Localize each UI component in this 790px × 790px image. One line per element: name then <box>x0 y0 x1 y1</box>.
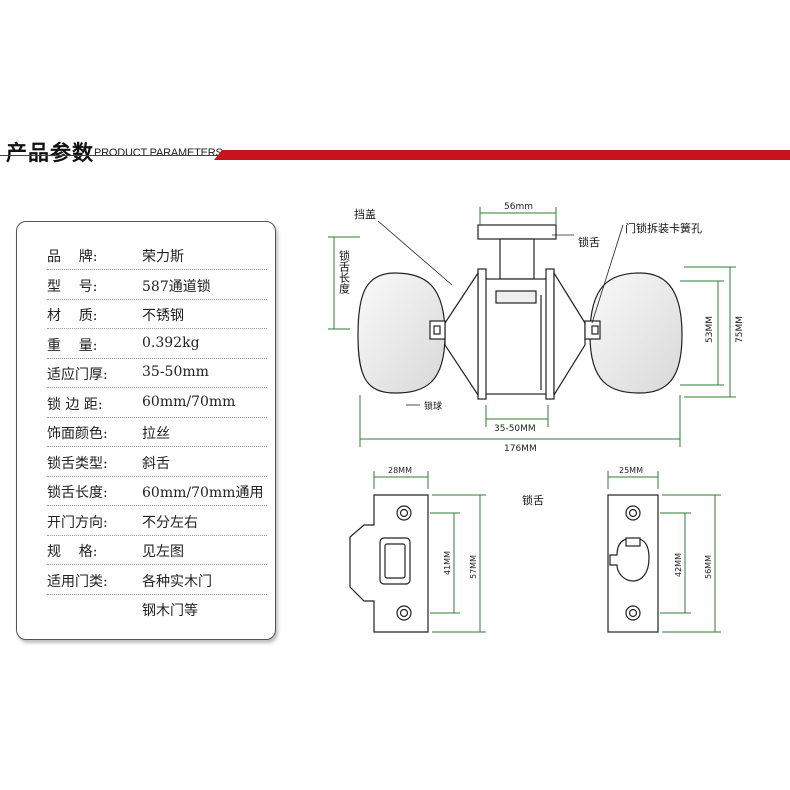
spec-value: 各种实木门 <box>142 573 212 590</box>
spec-value: 35-50mm <box>142 364 209 380</box>
spec-divider <box>47 446 267 447</box>
spec-row: 适用门类: 各种实木门 <box>47 567 267 595</box>
spec-divider <box>47 269 267 270</box>
label-cover: 挡盖 <box>354 207 376 221</box>
label-knob: 锁球 <box>424 400 442 412</box>
spec-divider <box>47 534 267 536</box>
header-red-band <box>214 150 790 160</box>
spec-label: 饰面颜色: <box>47 426 108 442</box>
spec-row: 材 质: 不锈钢 <box>47 301 267 329</box>
spec-divider <box>47 593 267 595</box>
right-knob <box>553 270 683 398</box>
spec-label: 规 格: <box>47 544 98 560</box>
spec-row: 锁舌类型: 斜舌 <box>47 449 267 477</box>
spec-value: 见左图 <box>142 544 184 560</box>
left-knob <box>357 271 479 397</box>
spec-divider <box>47 387 267 388</box>
spec-row: 开门方向: 不分左右 <box>47 508 267 536</box>
spec-value: 0.392kg <box>142 334 200 351</box>
spec-row: 锁舌长度: 60mm/70mm通用 <box>47 478 267 506</box>
spec-label: 开门方向: <box>47 514 108 531</box>
dim-plate2-inner: 42MM <box>674 553 683 577</box>
spec-divider <box>47 298 267 300</box>
dim-plate1-outer: 57MM <box>469 555 478 579</box>
section-header: 产品参数 PRODUCT PARAMETERS <box>0 130 790 175</box>
callout-labels: 挡盖 锁舌 门锁拆装卡簧孔 锁球 锁舌长度 锁舌 <box>338 207 703 507</box>
dim-door-thickness: 35-50MM <box>494 424 536 434</box>
spec-divider <box>47 328 267 329</box>
dim-total-width: 176MM <box>504 444 537 454</box>
spec-label: 锁舌长度: <box>47 485 108 501</box>
strike-plate-right: 25MM 42MM 56MM <box>607 466 721 633</box>
spec-label: 型 号: <box>47 278 98 295</box>
spec-value: 不分左右 <box>142 514 198 531</box>
spec-row: 品 牌: 荣力斯 <box>47 242 267 270</box>
dim-plate2-width: 25MM <box>619 466 643 475</box>
section-title: 产品参数 <box>6 141 94 165</box>
header-accent-bar <box>0 150 790 160</box>
spec-divider <box>47 416 267 418</box>
label-spring-hole: 门锁拆装卡簧孔 <box>625 221 702 235</box>
spec-label: 材 质: <box>47 308 98 324</box>
spec-divider <box>47 564 267 565</box>
spec-row: 适应门厚: 35-50mm <box>47 360 267 388</box>
spec-value: 587通道锁 <box>142 278 211 295</box>
spec-label: 锁 边 距: <box>47 396 103 413</box>
dim-plate1-width: 28MM <box>388 466 412 475</box>
spec-value: 荣力斯 <box>142 249 184 265</box>
spec-value: 斜舌 <box>142 455 170 472</box>
dim-top-width: 56mm <box>504 202 533 212</box>
dim-plate2-outer: 56MM <box>704 555 713 579</box>
spec-row: 锁 边 距: 60mm/70mm <box>47 390 267 418</box>
label-latch: 锁舌 <box>578 235 600 249</box>
spec-card: 品 牌: 荣力斯型 号: 587通道锁材 质: 不锈钢重 量: 0.392kg 适应门厚:… <box>16 221 276 640</box>
dim-rose-inner: 53MM <box>705 316 715 343</box>
spec-value: 钢木门等 <box>142 603 198 619</box>
spec-value: 不锈钢 <box>142 308 184 324</box>
spec-label: 适用门类: <box>47 573 108 590</box>
dim-rose-outer: 75MM <box>735 316 745 343</box>
spec-divider <box>47 475 267 477</box>
dimension-labels: 56mm 35-50MM 176MM 53MM 75MM <box>494 202 745 454</box>
spec-row: 饰面颜色: 拉丝 <box>47 419 267 447</box>
spec-label: 重 量: <box>47 337 98 354</box>
spec-value: 拉丝 <box>142 426 170 442</box>
latch-housing <box>477 224 557 400</box>
spec-divider <box>47 505 267 506</box>
dimension-lines <box>328 207 736 447</box>
label-latch-bottom: 锁舌 <box>522 493 544 507</box>
spec-row: 规 格: 见左图 <box>47 537 267 565</box>
spec-value: 60mm/70mm通用 <box>142 485 264 501</box>
spec-label: 锁舌类型: <box>47 455 108 472</box>
label-latch-length: 锁舌长度 <box>338 249 351 295</box>
spec-row: 型 号: 587通道锁 <box>47 272 267 300</box>
strike-plate-left: 28MM 41MM 57MM <box>349 466 486 633</box>
leader-lines <box>377 220 624 406</box>
lock-diagram: 56mm 35-50MM 176MM 53MM 75MM 挡盖 锁舌 门锁拆装卡… <box>328 202 745 633</box>
spec-label: 品 牌: <box>47 249 98 265</box>
spec-label: 适应门厚: <box>47 367 108 383</box>
spec-value: 60mm/70mm <box>142 393 236 410</box>
spec-divider <box>47 357 267 359</box>
spec-row: 钢木门等 <box>47 596 257 624</box>
spec-row: 重 量: 0.392kg <box>47 331 267 359</box>
dim-plate1-inner: 41MM <box>443 551 452 575</box>
